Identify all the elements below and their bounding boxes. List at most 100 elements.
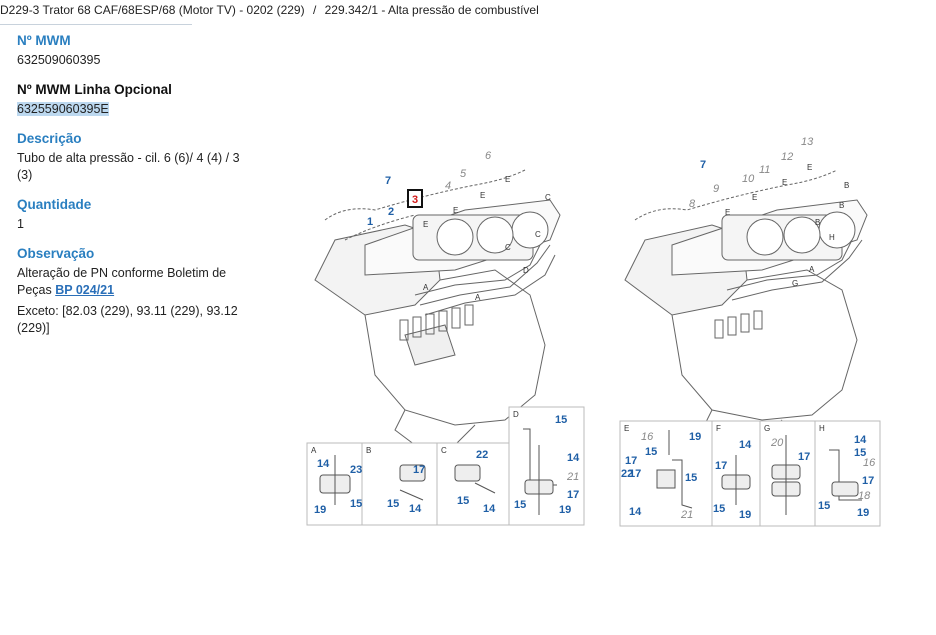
svg-text:14: 14 [483,503,496,515]
svg-text:17: 17 [629,468,641,480]
breadcrumb: D229-3 Trator 68 CAF/68ESP/68 (Motor TV)… [0,3,539,17]
svg-text:11: 11 [759,164,770,176]
svg-text:19: 19 [559,504,571,516]
svg-text:17: 17 [625,455,637,467]
mwm-number-label: Nº MWM [17,33,71,48]
svg-text:8: 8 [689,198,696,210]
left-engine-drawing [314,169,561,446]
bulletin-link[interactable]: BP 024/21 [55,283,115,297]
svg-text:A: A [475,293,481,302]
svg-text:E: E [807,163,812,172]
svg-text:D: D [523,266,529,275]
svg-text:19: 19 [689,431,701,443]
svg-text:E: E [423,220,428,229]
svg-text:15: 15 [514,499,526,511]
ref-1-left[interactable]: 1 [367,216,373,228]
svg-text:17: 17 [567,489,579,501]
breadcrumb-divider [0,24,192,25]
right-engine-drawing [624,169,868,441]
right-engine-labels: 13 7 12 11 10 9 8 E E E E B B B H A G [689,136,849,288]
quantity-value: 1 [17,217,24,231]
svg-text:19: 19 [857,507,869,519]
box-d-letter: D [513,410,519,419]
svg-text:16: 16 [863,457,876,469]
ref-5-left[interactable]: 5 [460,168,467,180]
svg-text:E: E [752,193,757,202]
svg-text:14: 14 [567,452,580,464]
svg-text:C: C [545,193,551,202]
svg-text:14: 14 [854,434,867,446]
svg-text:17: 17 [413,464,425,476]
ref-4-left[interactable]: 4 [445,180,451,192]
svg-text:15: 15 [387,498,399,510]
svg-text:C: C [535,230,541,239]
description-label: Descrição [17,131,82,146]
description-value: Tubo de alta pressão - cil. 6 (6)/ 4 (4)… [17,151,240,182]
svg-text:E: E [782,178,787,187]
svg-text:G: G [764,424,770,433]
exploded-parts-diagram: 7 2 1 6 5 4 3 E E E E C C C D A A A B C … [306,150,585,526]
svg-text:10: 10 [742,173,755,185]
svg-text:19: 19 [314,504,326,516]
svg-text:B: B [844,181,849,190]
svg-text:B: B [815,218,820,227]
svg-text:17: 17 [715,460,727,472]
optional-line-value[interactable]: 632559060395E [17,102,109,116]
observation-text-block: Alteração de PN conforme Boletim de Peça… [17,265,242,299]
svg-text:13: 13 [801,136,814,148]
svg-text:E: E [480,191,485,200]
svg-text:16: 16 [641,431,654,443]
svg-text:H: H [829,233,835,242]
svg-text:15: 15 [685,472,697,484]
svg-text:15: 15 [713,503,725,515]
svg-text:14: 14 [629,506,642,518]
svg-text:15: 15 [854,447,866,459]
svg-text:15: 15 [555,414,567,426]
exploded-parts-diagram-right: 13 7 12 11 10 9 8 E E E E B B B H A G E … [619,136,881,527]
svg-text:B: B [839,201,844,210]
observation-text: Alteração de PN conforme Boletim de Peça… [17,266,227,297]
ref-7-left[interactable]: 7 [385,175,391,187]
box-a-letter: A [311,446,317,455]
svg-text:14: 14 [317,458,330,470]
svg-text:17: 17 [798,451,810,463]
svg-text:23: 23 [350,464,362,476]
svg-text:A: A [809,265,815,274]
optional-line-label: Nº MWM Linha Opcional [17,82,172,97]
svg-text:E: E [624,424,629,433]
svg-text:15: 15 [457,495,469,507]
svg-text:21: 21 [566,471,579,483]
svg-text:21: 21 [680,509,693,521]
part-details-panel: Nº MWM 632509060395 Nº MWM Linha Opciona… [17,32,247,337]
svg-text:15: 15 [818,500,830,512]
svg-text:7: 7 [700,159,706,171]
svg-text:E: E [505,175,510,184]
svg-text:15: 15 [350,498,362,510]
svg-text:H: H [819,424,825,433]
left-engine-labels: 7 2 1 6 5 4 3 E E E E C C C D A A [367,150,551,302]
svg-text:E: E [725,208,730,217]
svg-text:9: 9 [713,183,719,195]
ref-6-left[interactable]: 6 [485,150,492,162]
breadcrumb-path: D229-3 Trator 68 CAF/68ESP/68 (Motor TV)… [0,3,305,17]
svg-text:C: C [505,243,511,252]
svg-text:14: 14 [739,439,752,451]
detail-boxes-right: E F G H 19 15 17 15 [619,420,881,527]
svg-text:F: F [716,424,721,433]
except-text: Exceto: [82.03 (229), 93.11 (229), 93.12… [17,304,238,335]
quantity-label: Quantidade [17,197,92,212]
svg-text:22: 22 [621,468,633,480]
breadcrumb-separator: / [312,3,317,17]
svg-text:19: 19 [739,509,751,521]
highlighted-ref-box[interactable] [407,189,423,208]
svg-text:E: E [453,206,458,215]
observation-label: Observação [17,246,95,261]
box-b-letter: B [366,446,371,455]
highlighted-ref-3[interactable]: 3 [412,194,418,206]
ref-2-left[interactable]: 2 [388,206,394,218]
svg-text:A: A [423,283,429,292]
box-c-letter: C [441,446,447,455]
svg-text:12: 12 [781,151,793,163]
svg-text:14: 14 [409,503,422,515]
